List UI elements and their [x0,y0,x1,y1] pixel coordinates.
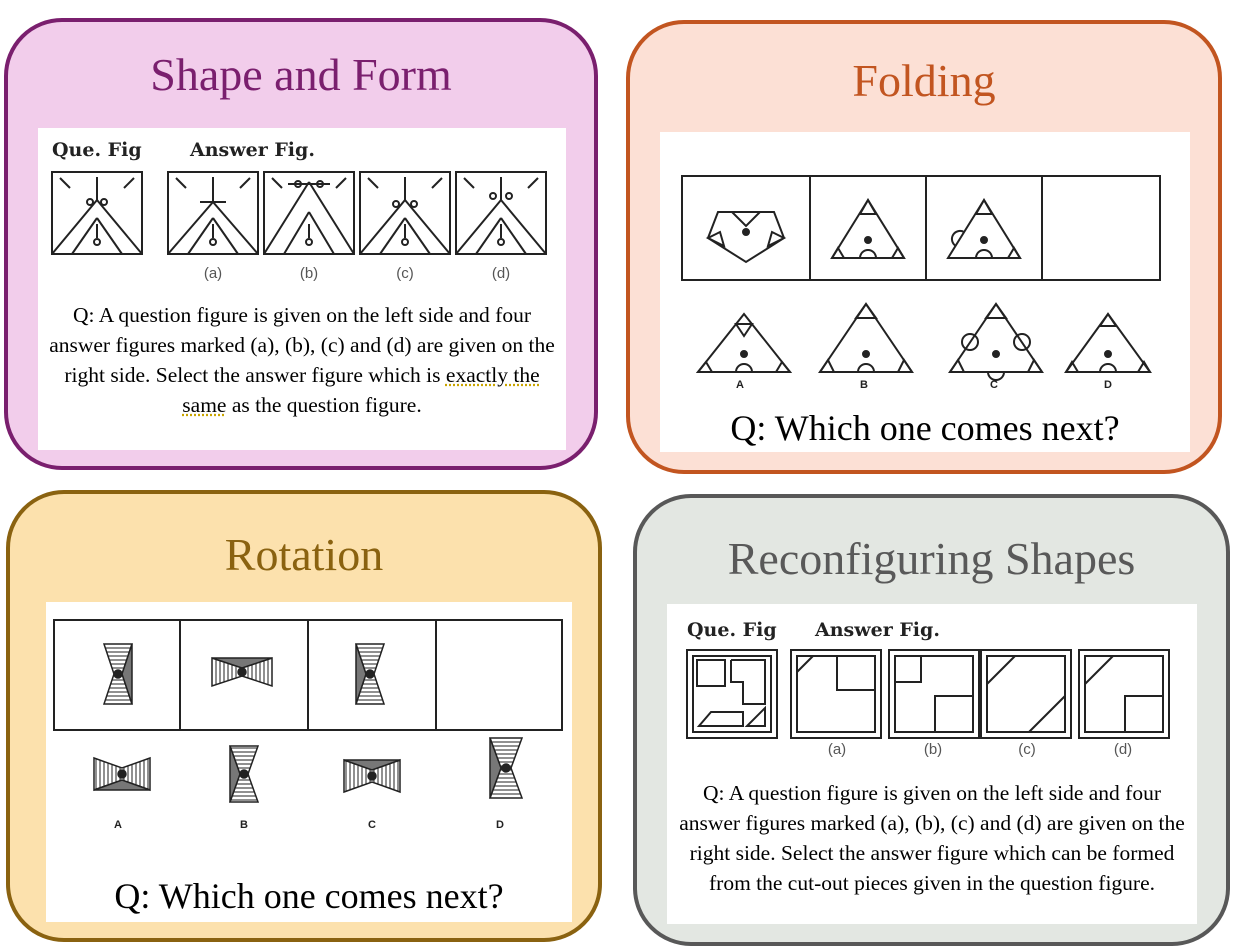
fold-shape-1 [705,211,787,264]
shape-and-form-puzzle-panel: Que. Fig Answer Fig. [38,128,566,450]
bowtie-3 [354,643,386,705]
question-text: Q: A question figure is given on the lef… [46,300,558,420]
question-text: Q: A question figure is given on the lef… [679,781,1185,895]
que-fig-label: Que. Fig [687,619,777,641]
option-d-label: (d) [1114,741,1132,758]
question-figure [51,171,143,255]
option-b-label: B [860,379,868,391]
sequence-frame-empty [435,619,563,731]
card-title: Shape and Form [150,49,452,100]
card-title: Folding [852,55,996,106]
sequence-frame-empty [1041,175,1161,281]
question-text-part: as the question figure. [226,393,422,417]
que-fig-label: Que. Fig [52,139,142,161]
bowtie-option-c [343,758,401,794]
option-c-label: (c) [396,265,414,282]
option-a-label: A [736,379,744,391]
option-b-label: (b) [300,265,318,282]
bowtie-option-d [488,737,524,799]
question-text-part: Q: A question figure is given on the lef… [49,303,555,387]
rotation-figures: A B C D [53,619,563,831]
option-c-label: C [990,379,998,391]
option-c-label: C [368,819,376,831]
option-d-label: D [1104,379,1112,391]
fold-shape-2 [830,197,906,259]
answer-figure-d [1078,649,1170,739]
sequence-frame-3 [925,175,1043,281]
option-d-label: D [496,819,504,831]
option-d-label: (d) [492,265,510,282]
rotation-puzzle-panel: A B C D Q: Which one comes next? [46,602,572,922]
folding-card: Folding [626,20,1222,474]
fold-option-c [948,302,1044,381]
answer-figure-c [980,649,1072,739]
option-b-label: (b) [924,741,942,758]
card-title: Rotation [224,529,384,580]
answer-figure-c [359,171,451,255]
fold-option-a [695,312,793,373]
question-figure [686,649,778,739]
bowtie-2 [211,656,273,688]
option-c-label: (c) [1018,741,1036,758]
question-text: Q: Which one comes next? [114,876,504,916]
question-text: Q: Which one comes next? [730,408,1120,448]
fold-shape-3 [946,197,1022,259]
answer-figure-a [790,649,882,739]
folding-figures: A B C D [681,175,1161,391]
shape-and-form-figures: Que. Fig Answer Fig. [51,139,547,282]
sequence-frame-2 [809,175,927,281]
answer-figure-b [888,649,980,739]
answer-figure-d [455,171,547,255]
bowtie-1 [102,643,134,705]
bowtie-option-b [228,745,260,803]
option-a-label: (a) [204,265,222,282]
question-underlined-phrase: exactly the same [182,363,540,417]
answer-figure-a [167,171,259,255]
card-title: Reconfiguring Shapes [727,533,1136,584]
fold-option-d [1064,312,1152,373]
folding-puzzle-panel: A B C D Q: Which one comes next? [660,132,1190,452]
reconfiguring-puzzle-panel: Que. Fig Answer Fig. [667,604,1197,924]
fold-option-b [818,302,914,373]
option-a-label: A [114,819,122,831]
option-a-label: (a) [828,741,846,758]
rotation-card: Rotation [6,490,602,942]
answer-fig-label: Answer Fig. [814,619,940,641]
bowtie-option-a [93,756,151,792]
answer-figure-b [263,171,355,255]
option-b-label: B [240,819,248,831]
shape-and-form-card: Shape and Form Que. Fig Answer Fig. [4,18,598,470]
reconfiguring-figures: Que. Fig Answer Fig. [686,619,1170,758]
answer-fig-label: Answer Fig. [189,139,315,161]
reconfiguring-shapes-card: Reconfiguring Shapes Que. Fig Answer Fig… [633,494,1230,946]
